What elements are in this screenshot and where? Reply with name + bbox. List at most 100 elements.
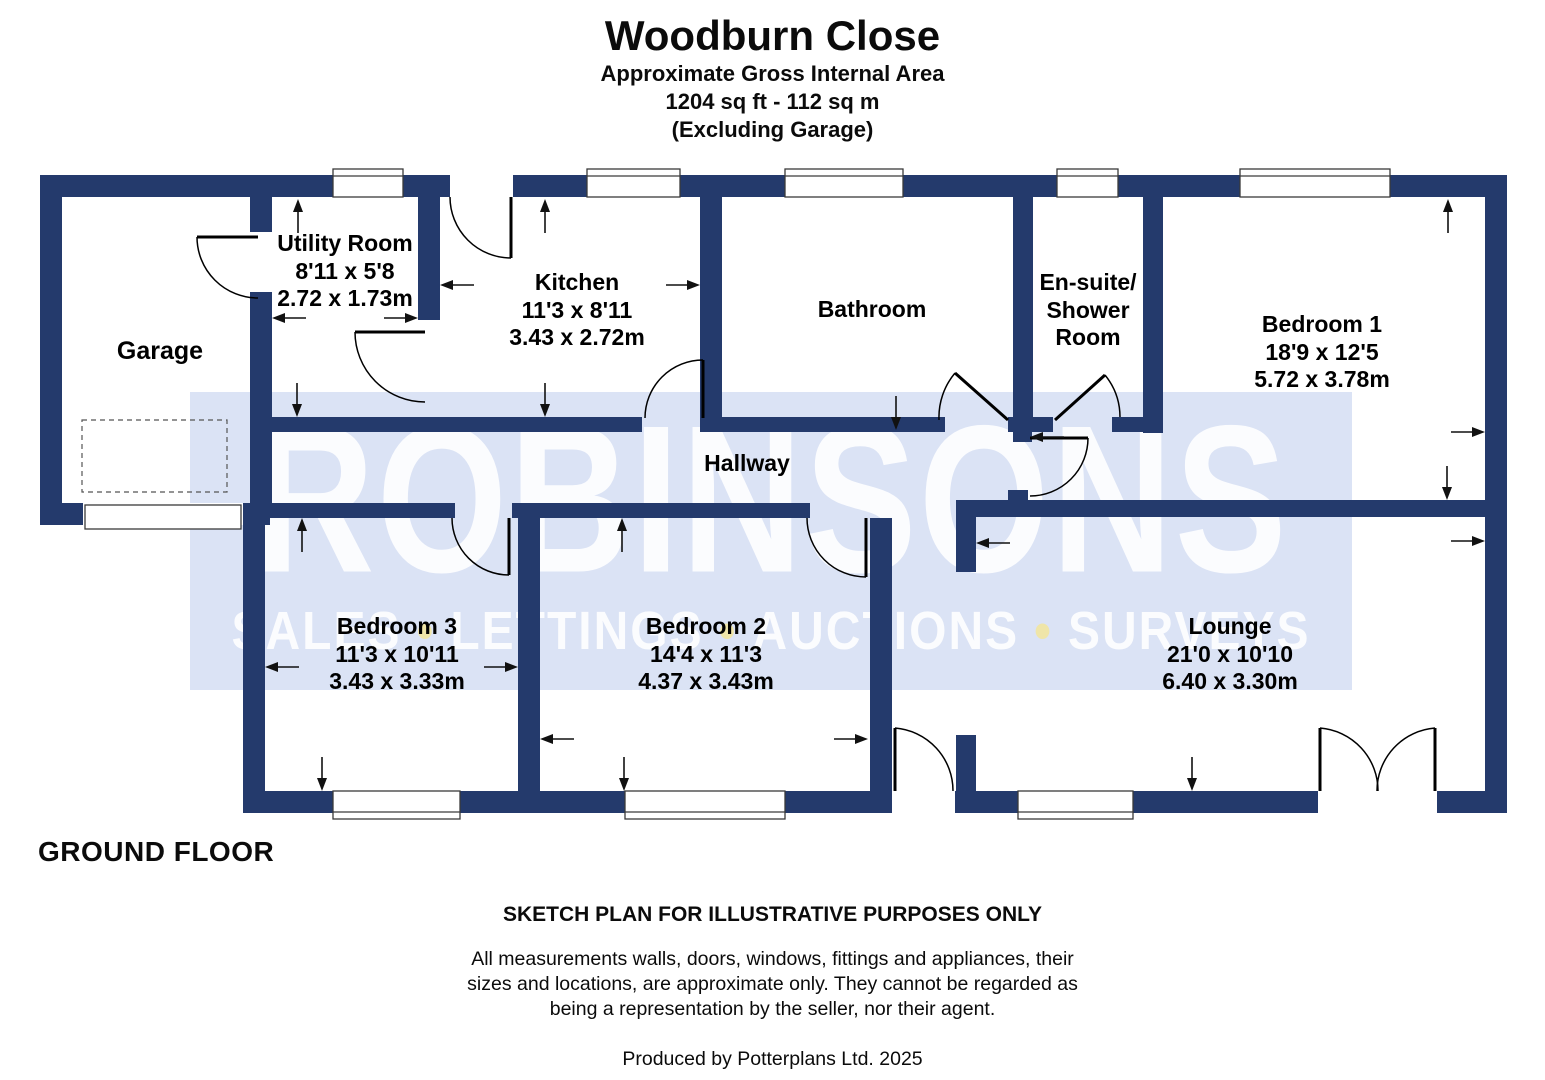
measure-arrow (293, 199, 303, 233)
measure-arrow (666, 280, 700, 290)
room-name: Bathroom (817, 296, 927, 322)
measure-arrow (1451, 427, 1485, 437)
room-size-imperial: 8'11 x 5'8 (295, 257, 395, 284)
disclaimer-line: sizes and locations, are approximate onl… (467, 973, 1078, 995)
room-size-imperial: 14'4 x 11'3 (650, 640, 762, 667)
sketch-plan-heading: SKETCH PLAN FOR ILLUSTRATIVE PURPOSES ON… (502, 903, 1043, 926)
room-label-lounge: Lounge 21'0 x 10'10 6.40 x 3.30m (1162, 613, 1298, 696)
door-kitchen-external (449, 196, 513, 259)
window-kitchen (586, 168, 681, 198)
room-size-imperial: 18'9 x 12'5 (1265, 338, 1379, 365)
room-label-utility: Utility Room 8'11 x 5'8 2.72 x 1.73m (277, 230, 413, 313)
measure-arrow (317, 757, 327, 791)
room-label-hallway: Hallway (704, 450, 790, 478)
room-size-metric: 3.43 x 2.72m (509, 324, 645, 350)
room-name: Kitchen (534, 269, 620, 295)
room-name: Room (1055, 324, 1121, 350)
room-size-imperial: 11'3 x 10'11 (335, 640, 459, 667)
door-garage-utility (196, 235, 259, 299)
room-name: Bedroom 2 (645, 613, 767, 639)
room-size-metric: 2.72 x 1.73m (277, 285, 413, 311)
measure-arrow (976, 538, 1010, 548)
tagline-word: SURVEYS (1067, 601, 1311, 661)
room-label-bedroom3: Bedroom 3 11'3 x 10'11 3.43 x 3.33m (329, 613, 465, 696)
title-block: Woodburn Close Approximate Gross Interna… (0, 12, 1545, 144)
measure-arrow (540, 199, 550, 233)
kitchen-external-door-opening (450, 175, 513, 197)
room-name: En-suite/ (1039, 269, 1137, 295)
measure-arrow (297, 518, 307, 552)
window-ensuite (1056, 168, 1119, 198)
door-bathroom (938, 371, 1009, 422)
room-size-metric: 3.43 x 3.33m (329, 668, 465, 694)
doors-layer (196, 196, 1437, 792)
french-doors (1318, 727, 1437, 792)
room-label-bedroom2: Bedroom 2 14'4 x 11'3 4.37 x 3.43m (638, 613, 774, 696)
room-name: Utility Room (277, 230, 413, 256)
door-utility-kitchen (354, 330, 426, 403)
measure-arrow (540, 383, 550, 417)
measure-arrow (440, 280, 474, 290)
room-name: Bedroom 3 (336, 613, 458, 639)
window-bedroom3 (332, 790, 461, 820)
tagline-dot: • (416, 601, 436, 661)
footer: SKETCH PLAN FOR ILLUSTRATIVE PURPOSES ON… (0, 903, 1545, 1071)
area-value: 1204 sq ft - 112 sq m (665, 89, 880, 114)
watermark-band (190, 392, 1352, 690)
room-label-ensuite: En-suite/ Shower Room (1039, 269, 1136, 352)
garage-hatch-outline (81, 419, 228, 493)
measure-arrow (292, 383, 302, 417)
tagline-word: LETTINGS (450, 601, 704, 661)
tagline-dot: • (718, 601, 738, 661)
tagline-dot: • (1034, 601, 1053, 661)
room-label-bedroom1: Bedroom 1 18'9 x 12'5 5.72 x 3.78m (1254, 311, 1390, 394)
measure-arrow (1442, 466, 1452, 500)
room-name: Hallway (704, 450, 790, 476)
measure-arrow (272, 313, 306, 323)
measure-arrow (484, 662, 518, 672)
area-note: (Excluding Garage) (671, 117, 874, 142)
measure-arrow (891, 396, 901, 430)
window-bathroom (784, 168, 904, 198)
window-lounge (1017, 790, 1134, 820)
room-size-imperial: 11'3 x 8'11 (521, 296, 633, 323)
produced-by: Produced by Potterplans Ltd. 2025 (622, 1048, 923, 1070)
measure-arrow (1030, 432, 1064, 442)
garage-door (84, 504, 242, 530)
disclaimer-line: All measurements walls, doors, windows, … (471, 948, 1074, 970)
garage-utility-door-opening (250, 232, 272, 292)
room-size-metric: 5.72 x 3.78m (1254, 366, 1390, 392)
measure-arrow (1187, 757, 1197, 791)
front-door (893, 727, 954, 792)
arrows-layer (265, 199, 1485, 791)
room-name: Lounge (1188, 613, 1272, 639)
floor-label: GROUND FLOOR (38, 836, 275, 867)
measure-arrow (265, 662, 299, 672)
measure-arrow (834, 734, 868, 744)
measure-arrow (1451, 536, 1485, 546)
window-bedroom2 (624, 790, 786, 820)
windows-layer (84, 168, 1391, 820)
french-door-opening (1318, 791, 1437, 813)
door-bedroom2 (806, 517, 868, 578)
room-name: Garage (116, 337, 204, 365)
measure-arrow (1443, 199, 1453, 233)
window-utility (332, 168, 404, 198)
door-ensuite (1053, 373, 1121, 422)
measure-arrow (384, 313, 418, 323)
area-label: Approximate Gross Internal Area (600, 61, 945, 86)
room-size-metric: 4.37 x 3.43m (638, 668, 774, 694)
room-size-metric: 6.40 x 3.30m (1162, 668, 1298, 694)
room-name: Bedroom 1 (1261, 311, 1383, 337)
measure-arrow (619, 757, 629, 791)
room-label-garage: Garage (116, 337, 204, 366)
door-bedroom3 (451, 517, 511, 576)
disclaimer: All measurements walls, doors, windows, … (0, 947, 1545, 1022)
room-name: Shower (1046, 296, 1130, 323)
door-kitchen-hallway (644, 359, 705, 419)
window-bedroom1 (1239, 168, 1391, 198)
page-title: Woodburn Close (604, 12, 941, 59)
room-label-bathroom: Bathroom (818, 296, 927, 324)
